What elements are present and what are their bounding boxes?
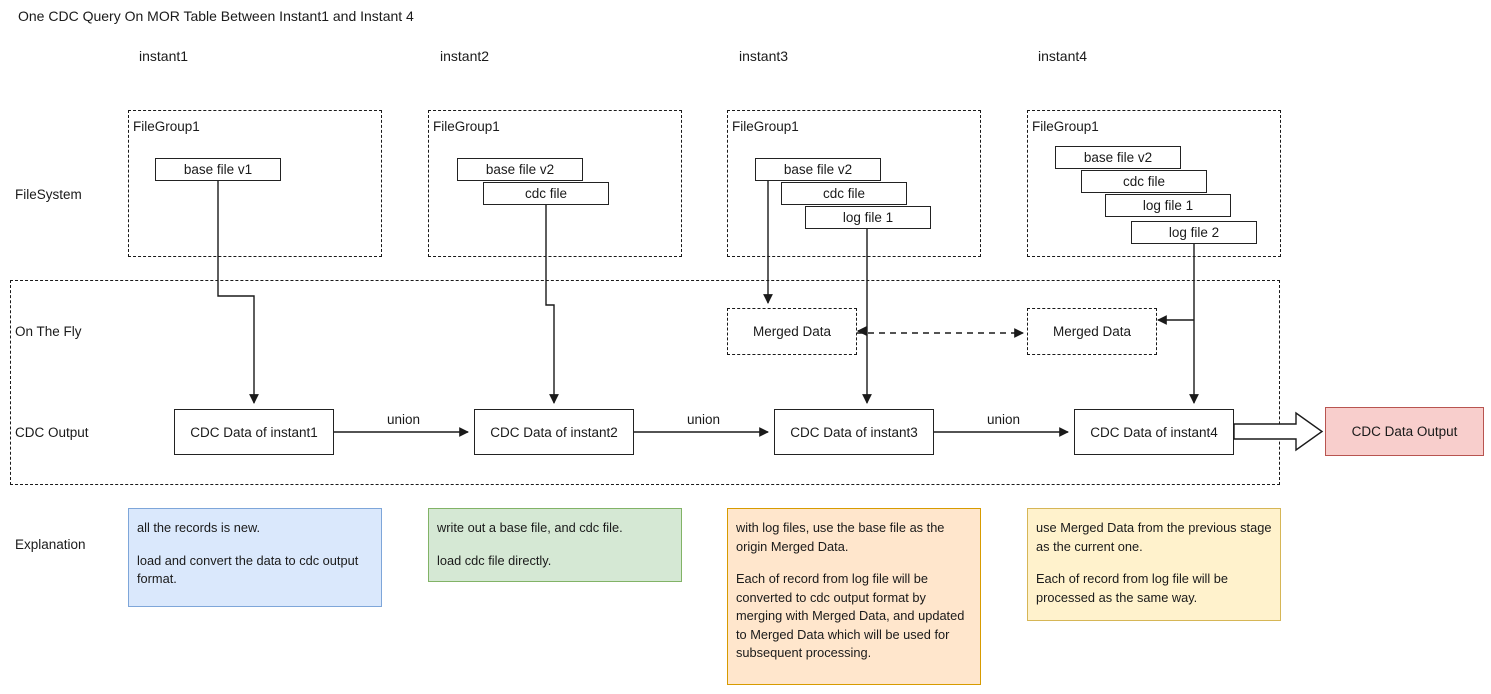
explanation-note-instant1: all the records is new. load and convert… — [128, 508, 382, 607]
file-box-base-file-v2: base file v2 — [457, 158, 583, 181]
note-paragraph: with log files, use the base file as the… — [736, 520, 945, 554]
file-box-log-file-1: log file 1 — [1105, 194, 1231, 217]
file-box-cdc-file: cdc file — [781, 182, 907, 205]
filegroup-instant4: FileGroup1 — [1027, 110, 1281, 257]
explanation-note-instant3: with log files, use the base file as the… — [727, 508, 981, 685]
note-paragraph: load cdc file directly. — [437, 552, 552, 568]
cdc-node-instant1: CDC Data of instant1 — [174, 409, 334, 455]
file-box-log-file-2: log file 2 — [1131, 221, 1257, 244]
edge-label-union-3: union — [984, 412, 1024, 427]
file-box-cdc-file: cdc file — [1081, 170, 1207, 193]
file-box-base-file-v2: base file v2 — [1055, 146, 1181, 169]
note-paragraph: load and convert the data to cdc output … — [137, 552, 359, 587]
note-paragraph: write out a base file, and cdc file. — [437, 520, 623, 535]
filegroup-caption: FileGroup1 — [1032, 119, 1099, 134]
column-header-instant1: instant1 — [139, 48, 189, 64]
filegroup-instant3: FileGroup1 — [727, 110, 981, 257]
file-box-base-file-v2: base file v2 — [755, 158, 881, 181]
filegroup-instant2: FileGroup1 — [428, 110, 682, 257]
row-label-cdc-output: CDC Output — [15, 425, 89, 440]
cdc-node-instant3: CDC Data of instant3 — [774, 409, 934, 455]
filegroup-instant1: FileGroup1 — [128, 110, 382, 257]
file-box-cdc-file: cdc file — [483, 182, 609, 205]
file-box-log-file-1: log file 1 — [805, 206, 931, 229]
cdc-data-output-box: CDC Data Output — [1325, 407, 1484, 456]
note-paragraph: all the records is new. — [137, 520, 261, 535]
filegroup-caption: FileGroup1 — [433, 119, 500, 134]
filegroup-caption: FileGroup1 — [133, 119, 200, 134]
file-box-base-file-v1: base file v1 — [155, 158, 281, 181]
merged-data-box-instant4: Merged Data — [1027, 308, 1157, 355]
row-label-on-the-fly: On The Fly — [15, 324, 82, 339]
edge-label-union-2: union — [684, 412, 724, 427]
explanation-note-instant2: write out a base file, and cdc file. loa… — [428, 508, 682, 582]
merged-data-box-instant3: Merged Data — [727, 308, 857, 355]
filegroup-caption: FileGroup1 — [732, 119, 799, 134]
processing-container — [10, 280, 1280, 485]
column-header-instant2: instant2 — [440, 48, 490, 64]
note-paragraph: use Merged Data from the previous stage … — [1036, 520, 1272, 554]
cdc-node-instant4: CDC Data of instant4 — [1074, 409, 1234, 455]
row-label-filesystem: FileSystem — [15, 187, 82, 202]
column-header-instant4: instant4 — [1038, 48, 1088, 64]
explanation-note-instant4: use Merged Data from the previous stage … — [1027, 508, 1281, 621]
note-paragraph: Each of record from log file will be pro… — [1036, 571, 1229, 605]
row-label-explanation: Explanation — [15, 537, 86, 552]
edge-label-union-1: union — [384, 412, 424, 427]
page-title: One CDC Query On MOR Table Between Insta… — [18, 8, 414, 24]
note-paragraph: Each of record from log file will be con… — [736, 571, 965, 661]
column-header-instant3: instant3 — [739, 48, 789, 64]
cdc-node-instant2: CDC Data of instant2 — [474, 409, 634, 455]
